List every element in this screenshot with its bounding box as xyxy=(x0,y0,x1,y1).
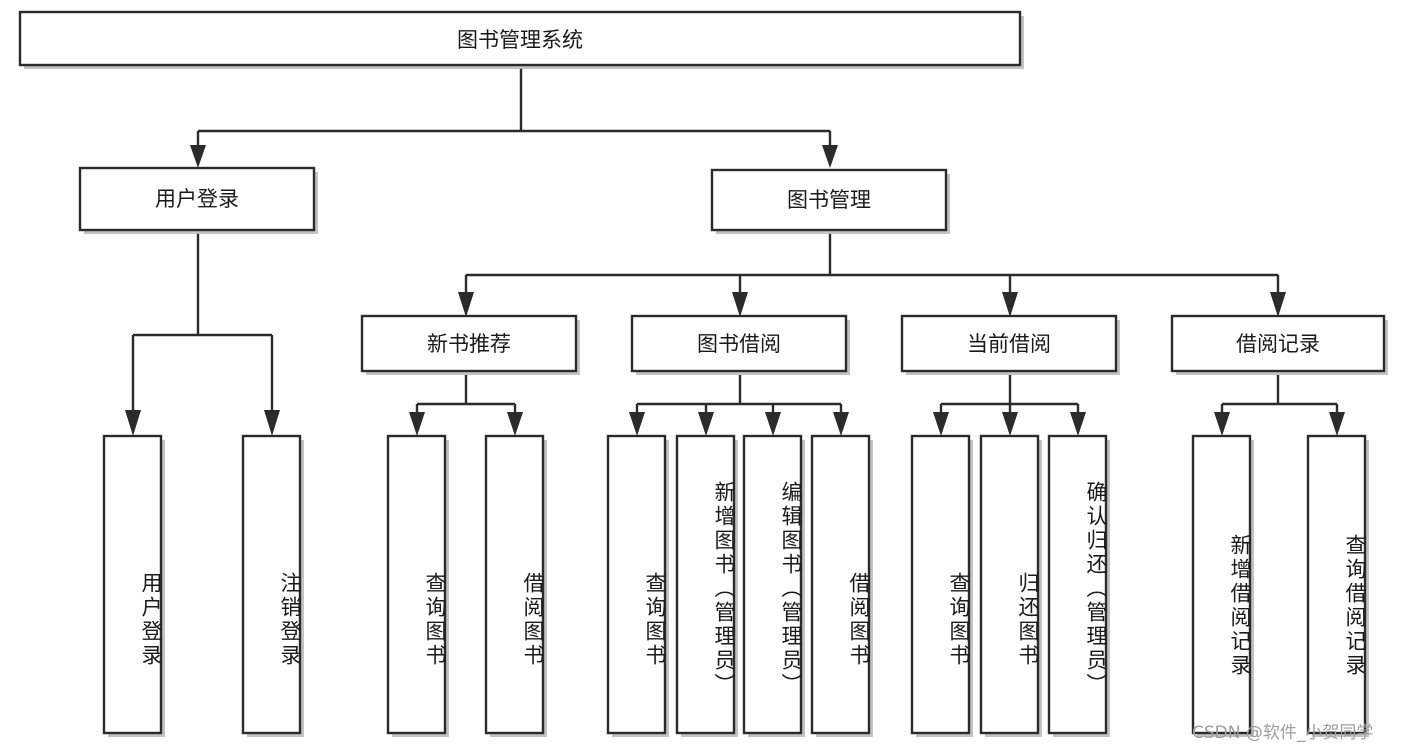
connector-layer xyxy=(125,68,1345,436)
arrowhead-leaf-query-book-1 xyxy=(409,412,425,436)
arrowhead-book-manage xyxy=(822,145,838,168)
leaf-borrow-book-1-rect[interactable] xyxy=(484,434,545,735)
node-new-book-recommend[interactable]: 新书推荐 xyxy=(360,314,580,375)
arrowhead-book-borrow xyxy=(732,292,748,317)
arrowhead-leaf-borrow-book-1 xyxy=(507,412,523,436)
node-bb-rect[interactable] xyxy=(630,314,848,373)
arrowhead-leaf-logout-login xyxy=(264,410,280,436)
leaf-borrow-book-2-rect[interactable] xyxy=(810,434,871,735)
node-bb-label: 图书借阅 xyxy=(697,332,781,356)
node-root-label: 图书管理系统 xyxy=(457,28,583,52)
arrowhead-leaf-borrow-book-2 xyxy=(833,412,849,436)
arrowhead-new-book-recommend xyxy=(458,292,474,317)
leaf-query-book-2-rect[interactable] xyxy=(606,434,667,735)
arrowhead-leaf-confirm-return xyxy=(1070,412,1086,436)
node-br-rect[interactable] xyxy=(1170,314,1386,373)
node-cb-label: 当前借阅 xyxy=(967,332,1051,356)
arrowhead-leaf-query-record xyxy=(1329,412,1345,436)
node-cb-rect[interactable] xyxy=(900,314,1118,373)
node-user-login-rect[interactable] xyxy=(78,166,316,232)
leaf-confirm-return-rect[interactable] xyxy=(1047,434,1108,735)
arrowhead-leaf-return-book xyxy=(1002,412,1018,436)
csdn-watermark: CSDN @软件_小贺同学 xyxy=(1192,723,1374,743)
node-user-login[interactable]: 用户登录 xyxy=(78,166,318,234)
node-book-manage-label: 图书管理 xyxy=(787,188,871,212)
node-nbr-label: 新书推荐 xyxy=(427,332,511,356)
node-root[interactable]: 图书管理系统 xyxy=(18,10,1024,69)
node-book-manage-rect[interactable] xyxy=(710,168,948,232)
leaf-user-login-rect[interactable] xyxy=(102,434,163,735)
arrowhead-leaf-add-book xyxy=(698,412,714,436)
leaf-add-book-rect[interactable] xyxy=(675,434,736,735)
node-root-rect[interactable] xyxy=(18,10,1022,67)
node-borrow-record[interactable]: 借阅记录 xyxy=(1170,314,1388,375)
leaf-return-book-rect[interactable] xyxy=(979,434,1040,735)
leaf-boxes-layer xyxy=(102,434,1369,737)
leaf-edit-book-rect[interactable] xyxy=(742,434,803,735)
node-nbr-rect[interactable] xyxy=(360,314,578,373)
arrowhead-borrow-record xyxy=(1270,292,1286,317)
leaf-query-book-1-rect[interactable] xyxy=(386,434,447,735)
arrowhead-leaf-query-book-3 xyxy=(933,412,949,436)
arrowhead-leaf-user-login xyxy=(125,410,141,436)
node-book-borrow[interactable]: 图书借阅 xyxy=(630,314,850,375)
leaf-query-book-3-rect[interactable] xyxy=(910,434,971,735)
node-br-label: 借阅记录 xyxy=(1236,332,1320,356)
arrowhead-leaf-query-book-2 xyxy=(629,412,645,436)
arrowhead-user-login xyxy=(190,145,206,168)
arrowhead-leaf-edit-book xyxy=(765,412,781,436)
leaf-logout-login-rect[interactable] xyxy=(241,434,302,735)
leaf-query-record-rect[interactable] xyxy=(1306,434,1367,735)
leaf-add-record-rect[interactable] xyxy=(1191,434,1252,735)
node-current-borrow[interactable]: 当前借阅 xyxy=(900,314,1120,375)
arrowhead-current-borrow xyxy=(1002,292,1018,317)
node-user-login-label: 用户登录 xyxy=(155,187,239,211)
arrowhead-leaf-add-record xyxy=(1214,412,1230,436)
node-book-manage[interactable]: 图书管理 xyxy=(710,168,950,234)
